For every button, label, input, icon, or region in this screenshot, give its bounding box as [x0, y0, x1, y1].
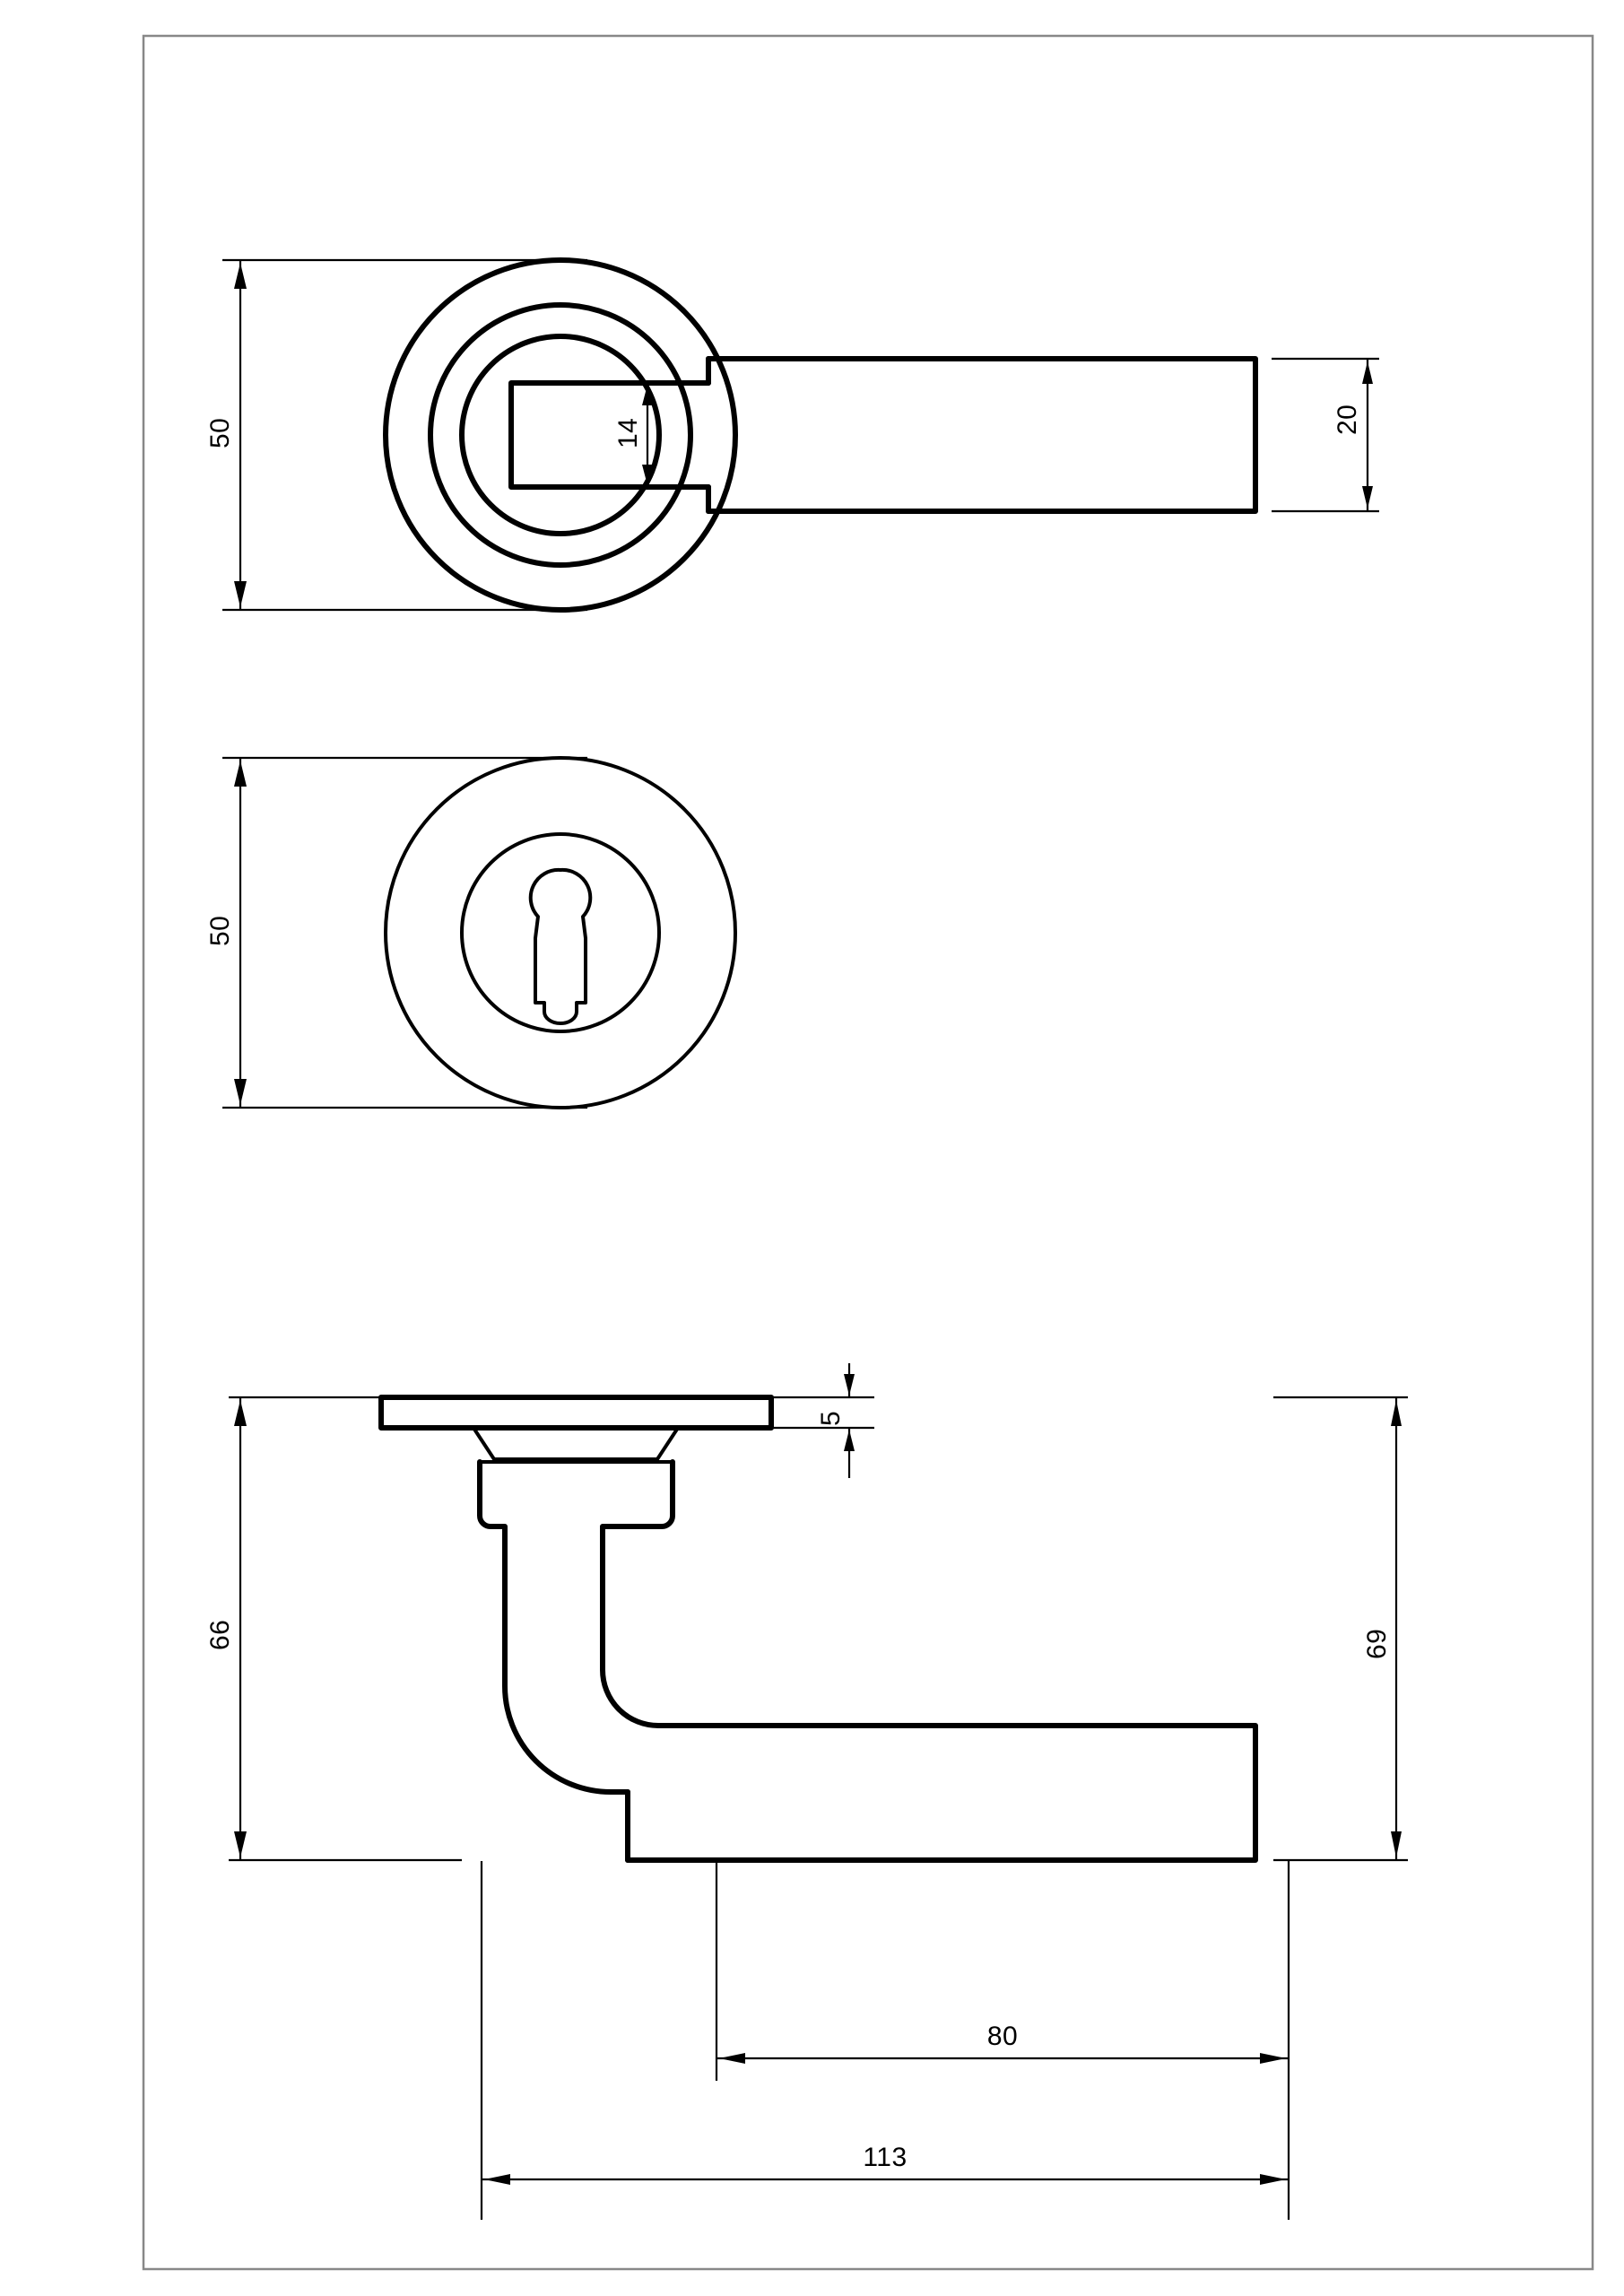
dimension-80: 80 [715, 1861, 1290, 2081]
rosette-inner-circle [459, 334, 662, 536]
lever-bar-plan [706, 356, 1258, 514]
arrow-down-icon [642, 465, 653, 485]
dim-label-50-escutcheon: 50 [205, 916, 235, 946]
dimension-50-top: 50 [205, 258, 587, 612]
arrow-up-icon [1362, 361, 1373, 384]
escutcheon-outer-circle [384, 756, 737, 1109]
dim-label-50-top: 50 [205, 418, 235, 448]
keyhole-aperture [528, 867, 593, 1025]
arrow-down-icon [1391, 1831, 1402, 1857]
dimension-20: 20 [1272, 357, 1379, 513]
dim-label-5: 5 [816, 1411, 846, 1426]
arrow-left-icon [719, 2053, 745, 2064]
arrow-down-icon [234, 1831, 247, 1857]
top-view: 50 14 20 [205, 257, 1379, 613]
dimension-14: 14 [613, 383, 653, 487]
dim-label-66: 66 [205, 1620, 235, 1650]
collar-taper [472, 1426, 680, 1461]
arrow-up-icon [234, 761, 247, 787]
arrow-down-icon [234, 1079, 247, 1105]
arrow-down-icon [1362, 486, 1373, 509]
dim-label-14: 14 [613, 418, 643, 448]
sheet-border [142, 34, 1594, 2271]
arrow-right-icon [1260, 2053, 1286, 2064]
dimension-50-escutcheon: 50 [205, 756, 587, 1109]
neck-rectangle [508, 380, 711, 490]
rosette-plate-side [378, 1395, 774, 1431]
arrow-up-icon [844, 1430, 855, 1451]
dim-label-69: 69 [1362, 1629, 1392, 1659]
arrow-up-icon [1391, 1400, 1402, 1426]
dim-label-113: 113 [863, 2143, 907, 2172]
arrow-down-icon [844, 1374, 855, 1396]
escutcheon-view: 50 [205, 756, 737, 1109]
rosette-outer-circle [383, 257, 738, 613]
arrow-up-icon [234, 263, 247, 289]
dim-label-80: 80 [987, 2022, 1018, 2051]
arrow-left-icon [484, 2174, 510, 2185]
lever-bar-side [625, 1723, 1258, 1863]
dimension-5: 5 [771, 1363, 874, 1478]
escutcheon-inner-circle [460, 832, 661, 1033]
arrow-right-icon [1260, 2174, 1286, 2185]
arrow-down-icon [234, 581, 247, 607]
side-view: 5 66 69 80 [205, 1363, 1408, 2220]
arrow-up-icon [642, 385, 653, 405]
dimension-113: 113 [480, 1861, 1290, 2220]
dimension-69: 69 [1273, 1396, 1408, 1862]
dim-label-20: 20 [1333, 404, 1362, 435]
neck-and-stem [477, 1459, 684, 1795]
dimension-66: 66 [205, 1396, 462, 1862]
rosette-middle-circle [428, 302, 693, 568]
arrow-up-icon [234, 1400, 247, 1426]
